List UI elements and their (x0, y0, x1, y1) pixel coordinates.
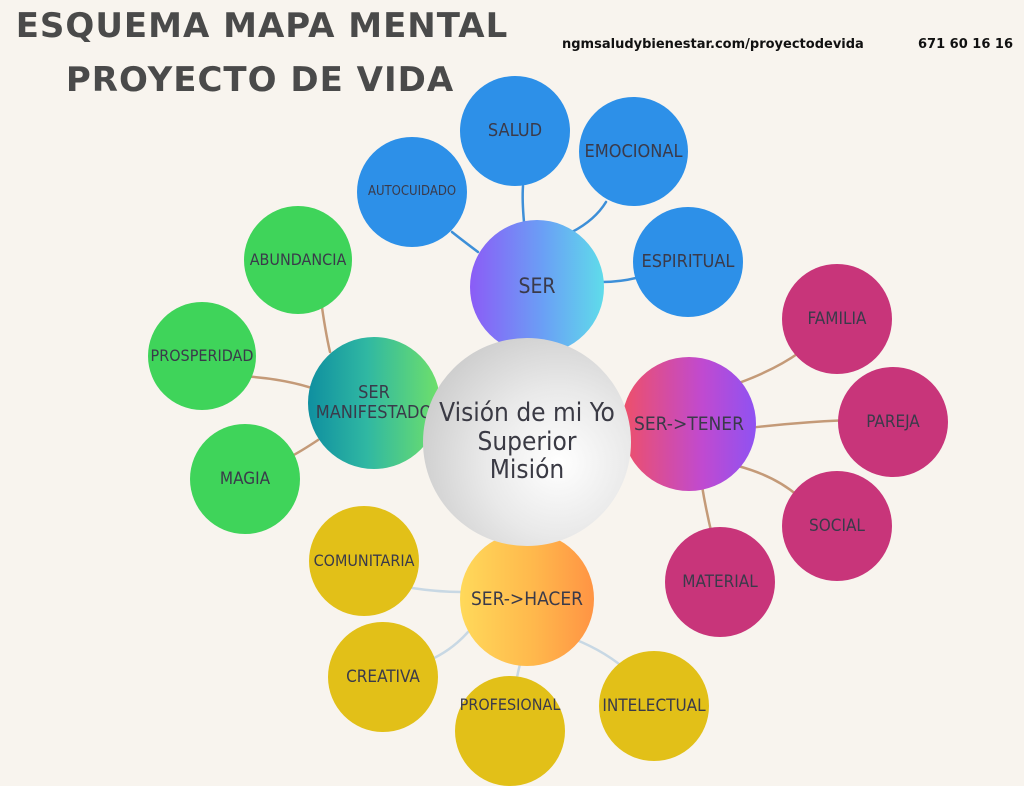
node-material: MATERIAL (665, 527, 775, 637)
link-ser-autocuidado (450, 230, 480, 254)
link-ser-emocional (570, 200, 608, 234)
node-intelectual: INTELECTUAL (599, 651, 709, 761)
node-pareja: PAREJA (838, 367, 948, 477)
node-comunitaria: COMUNITARIA (309, 506, 419, 616)
node-emocional: EMOCIONAL (579, 97, 688, 206)
link-tener-social (736, 464, 800, 498)
node-abundancia: ABUNDANCIA (244, 206, 352, 314)
title-line-2: PROYECTO DE VIDA (65, 60, 455, 100)
link-tener-familia (734, 350, 802, 386)
node-ser: SER (470, 220, 604, 354)
phone-number: 671 60 16 16 (918, 37, 1013, 52)
node-creativa: CREATIVA (328, 622, 438, 732)
node-autocuidado: AUTOCUIDADO (357, 137, 467, 247)
website-url: ngmsaludybienestar.com/proyectodevida (562, 37, 864, 52)
node-prosperidad: PROSPERIDAD (148, 302, 256, 410)
node-social: SOCIAL (782, 471, 892, 581)
node-espiritual: ESPIRITUAL (633, 207, 743, 317)
node-ser-hacer: SER->HACER (460, 532, 594, 666)
title-line-1: ESQUEMA MAPA MENTAL (15, 6, 509, 46)
node-familia: FAMILIA (782, 264, 892, 374)
node-salud: SALUD (460, 76, 570, 186)
link-hacer-creativa (428, 630, 470, 662)
link-hacer-comunitaria (410, 586, 464, 594)
node-center-vision: Visión de mi Yo Superior Misión (423, 338, 631, 546)
link-tener-pareja (746, 418, 852, 430)
node-ser-manifestado: SER MANIFESTADO (308, 337, 440, 469)
node-magia: MAGIA (190, 424, 300, 534)
link-ser-espiritual (600, 276, 638, 284)
node-ser-tener: SER->TENER (622, 357, 756, 491)
link-ser-salud (521, 184, 526, 224)
node-profesional: PROFESIONAL (455, 676, 565, 786)
